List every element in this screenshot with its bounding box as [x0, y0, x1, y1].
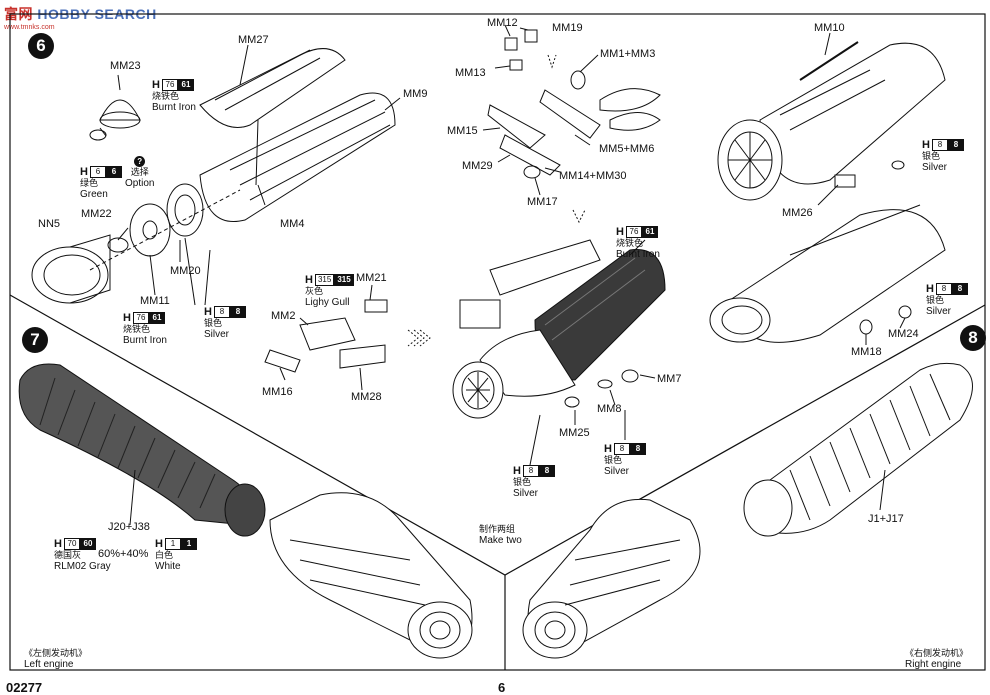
- part-mm9: MM9: [403, 88, 428, 100]
- step-8-badge: 8: [960, 325, 986, 351]
- part-mm27: MM27: [238, 34, 269, 46]
- part-mm23: MM23: [110, 60, 141, 72]
- part-mm19: MM19: [552, 22, 583, 34]
- part-mm17: MM17: [527, 196, 558, 208]
- part-mm2: MM2: [271, 310, 296, 322]
- part-mm28: MM28: [351, 391, 382, 403]
- part-nn5: NN5: [38, 218, 61, 230]
- part-mm25: MM25: [559, 427, 590, 439]
- part-mm14-mm30: MM14+MM30: [559, 170, 627, 182]
- part-mm10: MM10: [814, 22, 845, 34]
- part-mm24: MM24: [888, 328, 919, 340]
- part-mm22: MM22: [81, 208, 112, 220]
- part-mm20: MM20: [170, 265, 201, 277]
- part-mm12: MM12: [487, 17, 518, 29]
- part-mm21: MM21: [356, 272, 387, 284]
- kit-code: 02277: [6, 680, 43, 695]
- note-left-engine: 《左侧发动机》Left engine: [24, 648, 88, 670]
- part-mm11: MM11: [140, 295, 170, 307]
- part-mm7: MM7: [657, 373, 682, 385]
- page-number: 6: [498, 680, 506, 695]
- note-right-engine: 《右侧发动机》Right engine: [905, 648, 969, 670]
- part-mm1-mm3: MM1+MM3: [600, 48, 656, 60]
- part-mm26: MM26: [782, 207, 813, 219]
- option-icon: ?: [134, 156, 146, 167]
- part-mm8: MM8: [597, 403, 622, 415]
- part-j20-j38: J20+J38: [108, 521, 150, 533]
- step-6-badge: 6: [28, 33, 54, 59]
- part-mm4: MM4: [280, 218, 305, 230]
- part-j1-j17: J1+J17: [868, 513, 904, 525]
- part-mm15: MM15: [447, 125, 478, 137]
- part-mm29: MM29: [462, 160, 493, 172]
- part-mm16: MM16: [262, 386, 293, 398]
- step-7-badge: 7: [22, 327, 48, 353]
- paint-mix-ratio: 60%+40%: [98, 548, 149, 560]
- part-mm5-mm6: MM5+MM6: [599, 143, 655, 155]
- part-mm13: MM13: [455, 67, 486, 79]
- watermark-url: www.tmnks.com: [4, 24, 55, 31]
- part-mm18: MM18: [851, 346, 882, 358]
